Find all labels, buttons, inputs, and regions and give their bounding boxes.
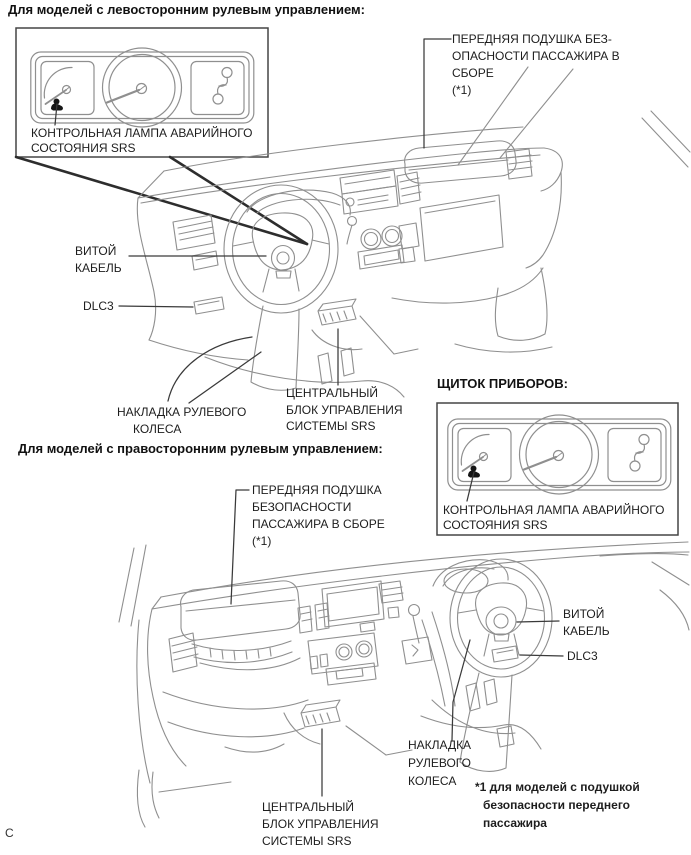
label-line: СОСТОЯНИЯ SRS	[443, 518, 548, 532]
page-corner-letter: C	[5, 826, 14, 840]
label-rhd-passenger-airbag: ПЕРЕДНЯЯ ПОДУШКА БЕЗОПАСНОСТИ ПАССАЖИРА …	[252, 482, 385, 550]
label-line: ЦЕНТРАЛЬНЫЙ	[286, 386, 379, 400]
lhd-section-heading: Для моделей с левосторонним рулевым упра…	[8, 2, 365, 17]
pointer-triangle-lines	[14, 155, 309, 246]
label-line: БЛОК УПРАВЛЕНИЯ	[262, 817, 379, 831]
label-line: ЦЕНТРАЛЬНЫЙ	[262, 800, 355, 814]
instrument-panel-heading: ЩИТОК ПРИБОРОВ:	[437, 376, 569, 391]
label-line: БЛОК УПРАВЛЕНИЯ	[286, 402, 403, 417]
label-line: БЕЗОПАСНОСТИ	[252, 500, 352, 514]
label-lhd-srs-ecu: ЦЕНТРАЛЬНЫЙ БЛОК УПРАВЛЕНИЯ СИСТЕМЫ SRS	[286, 385, 403, 435]
footnote-line: безопасности переднего	[483, 798, 630, 812]
lhd-cluster-drawing	[29, 46, 255, 129]
footnote-line: пассажира	[483, 816, 547, 830]
instrument-panel-cluster-drawing	[446, 413, 672, 496]
label-line: НАКЛАДКА	[408, 738, 472, 752]
label-rhd-srs-ecu: ЦЕНТРАЛЬНЫЙ БЛОК УПРАВЛЕНИЯ СИСТЕМЫ SRS	[262, 799, 379, 850]
label-line: ВИТОЙ	[563, 607, 605, 621]
label-line: КОЛЕСА	[408, 774, 457, 788]
label-lhd-passenger-airbag: ПЕРЕДНЯЯ ПОДУШКА БЕЗ- ОПАСНОСТИ ПАССАЖИР…	[452, 31, 620, 99]
label-line: КАБЕЛЬ	[75, 261, 122, 275]
footnote-line: *1 для моделей с подушкой	[475, 780, 640, 794]
label-line: СОСТОЯНИЯ SRS	[31, 141, 136, 155]
instrument-panel-cluster-box	[436, 402, 679, 536]
label-line: СИСТЕМЫ SRS	[262, 834, 352, 848]
label-line: КАБЕЛЬ	[563, 624, 610, 638]
rhd-dashboard-drawing	[118, 541, 690, 828]
label-rhd-dlc3: DLC3	[567, 649, 598, 663]
label-instrument-panel-srs-warning-lamp: КОНТРОЛЬНАЯ ЛАМПА АВАРИЙНОГО СОСТОЯНИЯ S…	[443, 503, 664, 533]
label-line: ПАССАЖИРА В СБОРЕ	[252, 517, 385, 531]
lhd-cluster-box	[15, 27, 269, 158]
label-line: НАКЛАДКА РУЛЕВОГО	[117, 405, 247, 419]
label-lhd-srs-warning-lamp: КОНТРОЛЬНАЯ ЛАМПА АВАРИЙНОГО СОСТОЯНИЯ S…	[31, 126, 252, 156]
label-line: (*1)	[252, 534, 272, 548]
label-line: ОПАСНОСТИ ПАССАЖИРА В	[452, 49, 620, 63]
label-line: (*1)	[452, 83, 472, 97]
rhd-section-heading: Для моделей с правосторонним рулевым упр…	[18, 441, 383, 456]
label-line: ВИТОЙ	[75, 244, 117, 258]
label-lhd-spiral-cable: ВИТОЙ КАБЕЛЬ	[75, 243, 122, 277]
label-rhd-spiral-cable: ВИТОЙ КАБЕЛЬ	[563, 606, 610, 640]
label-line: ПЕРЕДНЯЯ ПОДУШКА БЕЗ-	[452, 32, 612, 46]
lhd-dashboard-drawing	[136, 66, 691, 398]
label-line: СБОРЕ	[452, 66, 494, 80]
label-line: КОЛЕСА	[133, 422, 182, 436]
callout-leader-lines	[54, 38, 564, 797]
label-line: СИСТЕМЫ SRS	[286, 419, 376, 433]
label-line: ПЕРЕДНЯЯ ПОДУШКА	[252, 483, 382, 497]
label-lhd-dlc3: DLC3	[83, 299, 114, 313]
footnote: *1 для моделей с подушкой безопасности п…	[475, 778, 640, 832]
label-line: РУЛЕВОГО	[408, 756, 471, 770]
label-line: КОНТРОЛЬНАЯ ЛАМПА АВАРИЙНОГО	[443, 503, 665, 517]
label-line: КОНТРОЛЬНАЯ ЛАМПА АВАРИЙНОГО	[31, 126, 253, 140]
label-lhd-steering-pad: НАКЛАДКА РУЛЕВОГО КОЛЕСА	[117, 404, 246, 438]
label-rhd-steering-pad: НАКЛАДКА РУЛЕВОГО КОЛЕСА	[408, 736, 471, 790]
